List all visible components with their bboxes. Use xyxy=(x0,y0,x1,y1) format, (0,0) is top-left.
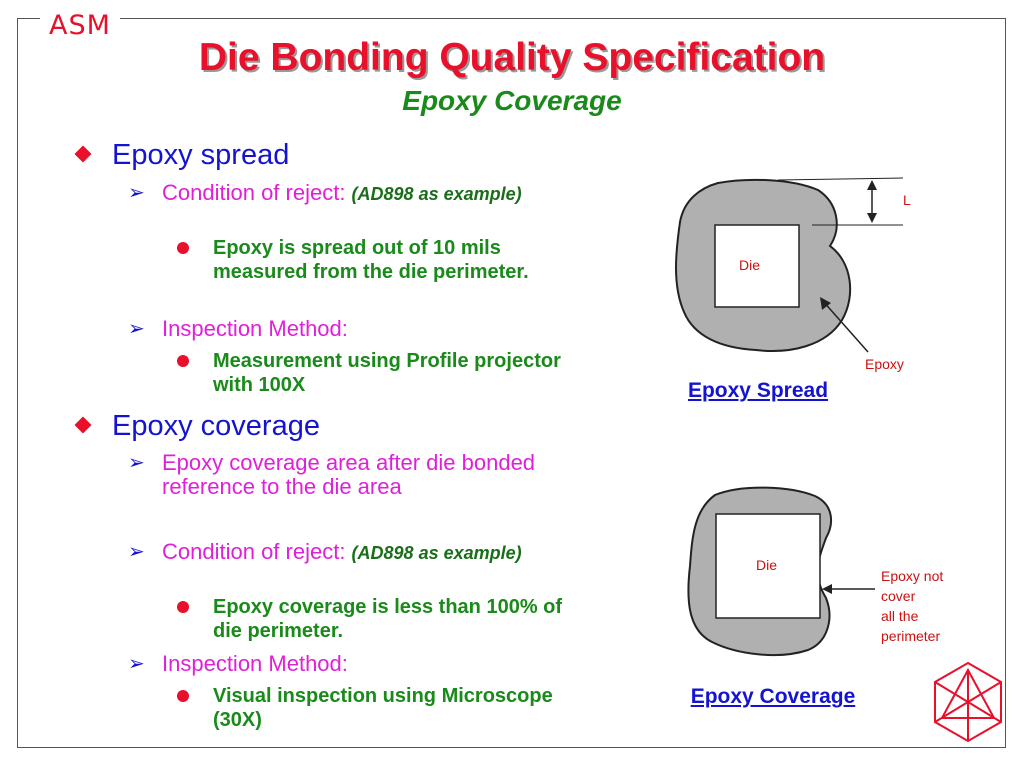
epoxy-label: Epoxy xyxy=(865,356,904,372)
die-label-spread: Die xyxy=(739,257,761,273)
list-item-inspection-method-2: ➢ Inspection Method: xyxy=(128,651,562,676)
die-square-coverage xyxy=(715,513,821,619)
list-item-note: (AD898 as example) xyxy=(351,184,522,204)
sub-item-text: Measurement using Profile projector with… xyxy=(213,350,561,396)
asm-corner-logo-icon xyxy=(934,661,1002,743)
arrow-bullet-icon: ➢ xyxy=(128,541,145,563)
die-square-spread xyxy=(714,224,800,308)
epoxy-pointer-line xyxy=(821,299,869,353)
arrow-bullet-icon: ➢ xyxy=(128,182,145,204)
dimension-l-label: L xyxy=(903,192,911,208)
dot-bullet-icon xyxy=(177,355,189,367)
list-item-text: Epoxy coverage area after die bonded ref… xyxy=(162,450,536,499)
dimension-line-top xyxy=(777,177,904,181)
dimension-arrowhead-down xyxy=(867,213,877,223)
list-item-text: Condition of reject: xyxy=(162,180,352,205)
arrow-bullet-icon: ➢ xyxy=(128,653,145,675)
page-subtitle: Epoxy Coverage xyxy=(402,85,622,116)
list-item-note: (AD898 as example) xyxy=(351,543,522,563)
arrow-bullet-icon: ➢ xyxy=(128,318,145,340)
epoxy-pointer-head xyxy=(820,297,831,310)
sub-item-text: Epoxy coverage is less than 100% of die … xyxy=(213,596,563,642)
die-label-coverage: Die xyxy=(756,557,778,573)
page-title: Die Bonding Quality Specification xyxy=(198,36,826,79)
list-item-inspection-method: ➢ Inspection Method: xyxy=(128,316,562,341)
caption-epoxy-spread: Epoxy Spread xyxy=(687,379,829,402)
coverage-note-line-4: perimeter xyxy=(881,628,941,644)
section-heading-epoxy-coverage: Epoxy coverage xyxy=(74,410,320,442)
coverage-note-line-1: Epoxy not xyxy=(881,568,944,584)
dimension-arrowhead-up xyxy=(867,180,877,190)
section-heading-epoxy-spread: Epoxy spread xyxy=(74,139,290,171)
caption-epoxy-coverage: Epoxy Coverage xyxy=(690,685,856,708)
sub-item-coverage-criteria: Epoxy coverage is less than 100% of die … xyxy=(177,595,573,643)
section-heading-text: Epoxy coverage xyxy=(112,410,320,442)
list-item-text: Condition of reject: xyxy=(162,539,352,564)
coverage-pointer-head xyxy=(822,584,832,594)
dot-bullet-icon xyxy=(177,242,189,254)
sub-item-text: Epoxy is spread out of 10 mils measured … xyxy=(213,237,529,283)
coverage-note-line-3: all the xyxy=(881,608,919,624)
list-item-text: Inspection Method: xyxy=(162,651,348,676)
sub-item-spread-criteria: Epoxy is spread out of 10 mils measured … xyxy=(177,236,573,284)
list-item-condition-of-reject-2: ➢ Condition of reject: (AD898 as example… xyxy=(128,539,562,565)
section-heading-text: Epoxy spread xyxy=(112,139,290,171)
list-item-text: Inspection Method: xyxy=(162,316,348,341)
coverage-note: Epoxy not cover all the perimeter xyxy=(881,566,943,646)
sub-item-coverage-method: Visual inspection using Microscope (30X) xyxy=(177,684,573,732)
arrow-bullet-icon: ➢ xyxy=(128,452,145,474)
sub-item-text: Visual inspection using Microscope (30X) xyxy=(213,685,553,731)
dot-bullet-icon xyxy=(177,601,189,613)
slide-frame xyxy=(17,18,1006,748)
list-item-condition-of-reject: ➢ Condition of reject: (AD898 as example… xyxy=(128,180,562,206)
coverage-note-line-2: cover xyxy=(881,588,916,604)
list-item-coverage-definition: ➢ Epoxy coverage area after die bonded r… xyxy=(128,450,542,499)
asm-logo: ASM xyxy=(40,10,120,41)
dot-bullet-icon xyxy=(177,690,189,702)
sub-item-spread-method: Measurement using Profile projector with… xyxy=(177,349,573,397)
